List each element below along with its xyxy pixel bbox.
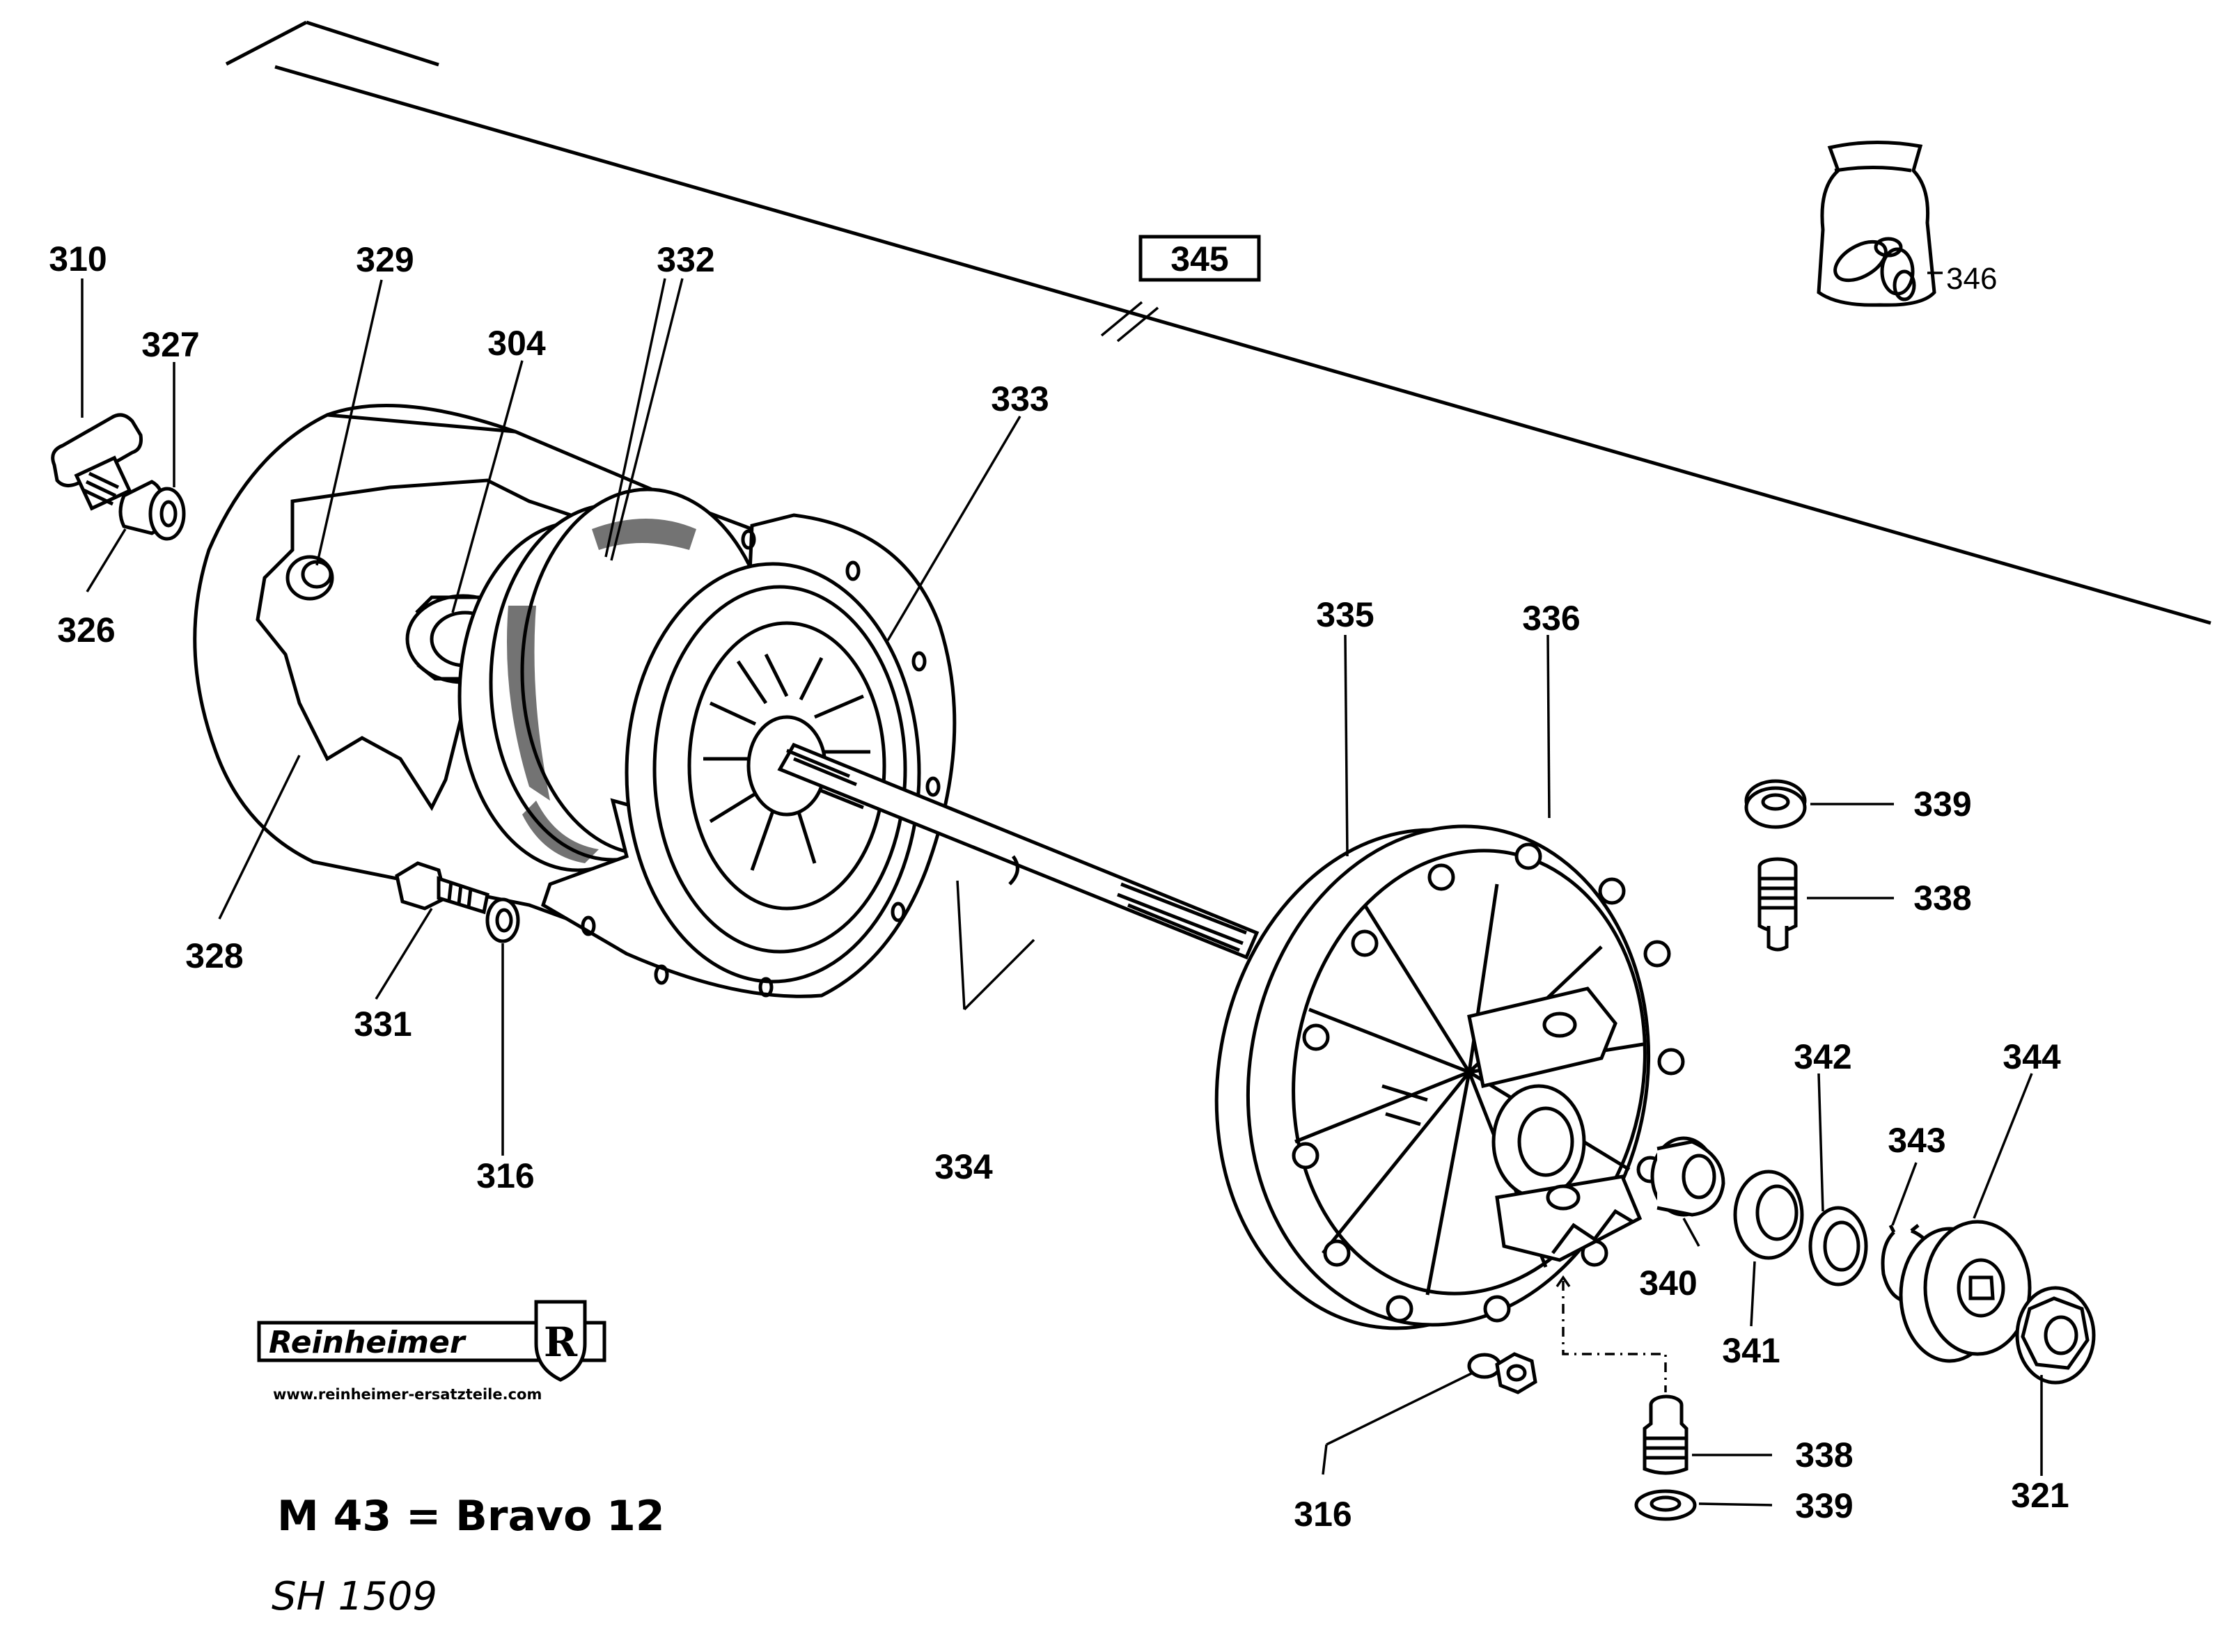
nut-321	[2015, 1286, 2096, 1385]
group-label-345: 345	[1138, 235, 1261, 282]
label-304: 304	[487, 324, 546, 363]
label-338-top: 338	[1913, 879, 1971, 918]
label-334: 334	[934, 1147, 993, 1186]
brand-shield-icon	[534, 1300, 587, 1382]
leader-lines	[81, 272, 2043, 1507]
label-328: 328	[185, 936, 243, 975]
parts-bag-346	[1817, 141, 1936, 307]
label-339-top: 339	[1913, 785, 1971, 824]
label-316-top: 316	[476, 1156, 534, 1195]
brand-logo: Reinheimer R www.reinheimer-ersatzteile.…	[257, 1300, 606, 1403]
label-326: 326	[57, 611, 115, 650]
plug-338-top	[1757, 857, 1798, 952]
label-332: 332	[657, 240, 714, 279]
hub-344	[1899, 1220, 2032, 1363]
label-327: 327	[141, 325, 199, 364]
label-339-bottom: 339	[1795, 1486, 1853, 1525]
label-310: 310	[49, 239, 107, 278]
model-title: M 43 = Bravo 12	[277, 1492, 665, 1541]
bolt-331	[395, 861, 489, 915]
plug-338-bottom	[1643, 1394, 1689, 1475]
label-340: 340	[1639, 1264, 1697, 1303]
elbow-fitting-310	[51, 413, 143, 511]
assembly-axis-line	[225, 20, 2211, 625]
label-321: 321	[2011, 1476, 2069, 1515]
label-329: 329	[356, 240, 414, 279]
bearing-341	[1733, 1170, 1804, 1260]
svg-text:345: 345	[1170, 239, 1228, 278]
shaft-334	[777, 742, 1260, 960]
guide-arrow	[1556, 1275, 1571, 1287]
flange-bolt-holes	[581, 529, 941, 998]
label-341: 341	[1722, 1331, 1780, 1370]
dashdot-guide	[1562, 1281, 1667, 1392]
brand-emblem-letter: R	[544, 1319, 578, 1366]
label-338-bottom: 338	[1795, 1435, 1853, 1474]
nut-339-bottom	[1634, 1489, 1697, 1521]
sheet-code: SH 1509	[272, 1574, 437, 1619]
brand-url: www.reinheimer-ersatzteile.com	[273, 1386, 542, 1403]
washer-327	[148, 487, 186, 541]
label-336: 336	[1522, 599, 1580, 638]
end-cover-335	[1214, 824, 1685, 1330]
bushing-340	[1650, 1136, 1725, 1217]
part-number-labels: 310 327 326 329 304 332 333 328 331 316 …	[49, 239, 2069, 1534]
label-331: 331	[354, 1005, 412, 1044]
nut-339-top	[1744, 779, 1807, 829]
washer-nut-316-bottom	[1467, 1352, 1537, 1394]
washer-316-top	[485, 897, 520, 943]
label-316-bottom: 316	[1294, 1495, 1351, 1534]
seal-ring-342	[1808, 1206, 1868, 1287]
label-335: 335	[1316, 595, 1374, 634]
label-342: 342	[1794, 1037, 1851, 1076]
label-346: 346	[1946, 262, 1997, 296]
label-343: 343	[1888, 1121, 1945, 1160]
label-333: 333	[991, 379, 1049, 418]
label-344: 344	[2003, 1037, 2061, 1076]
brand-name: Reinheimer	[269, 1325, 467, 1360]
